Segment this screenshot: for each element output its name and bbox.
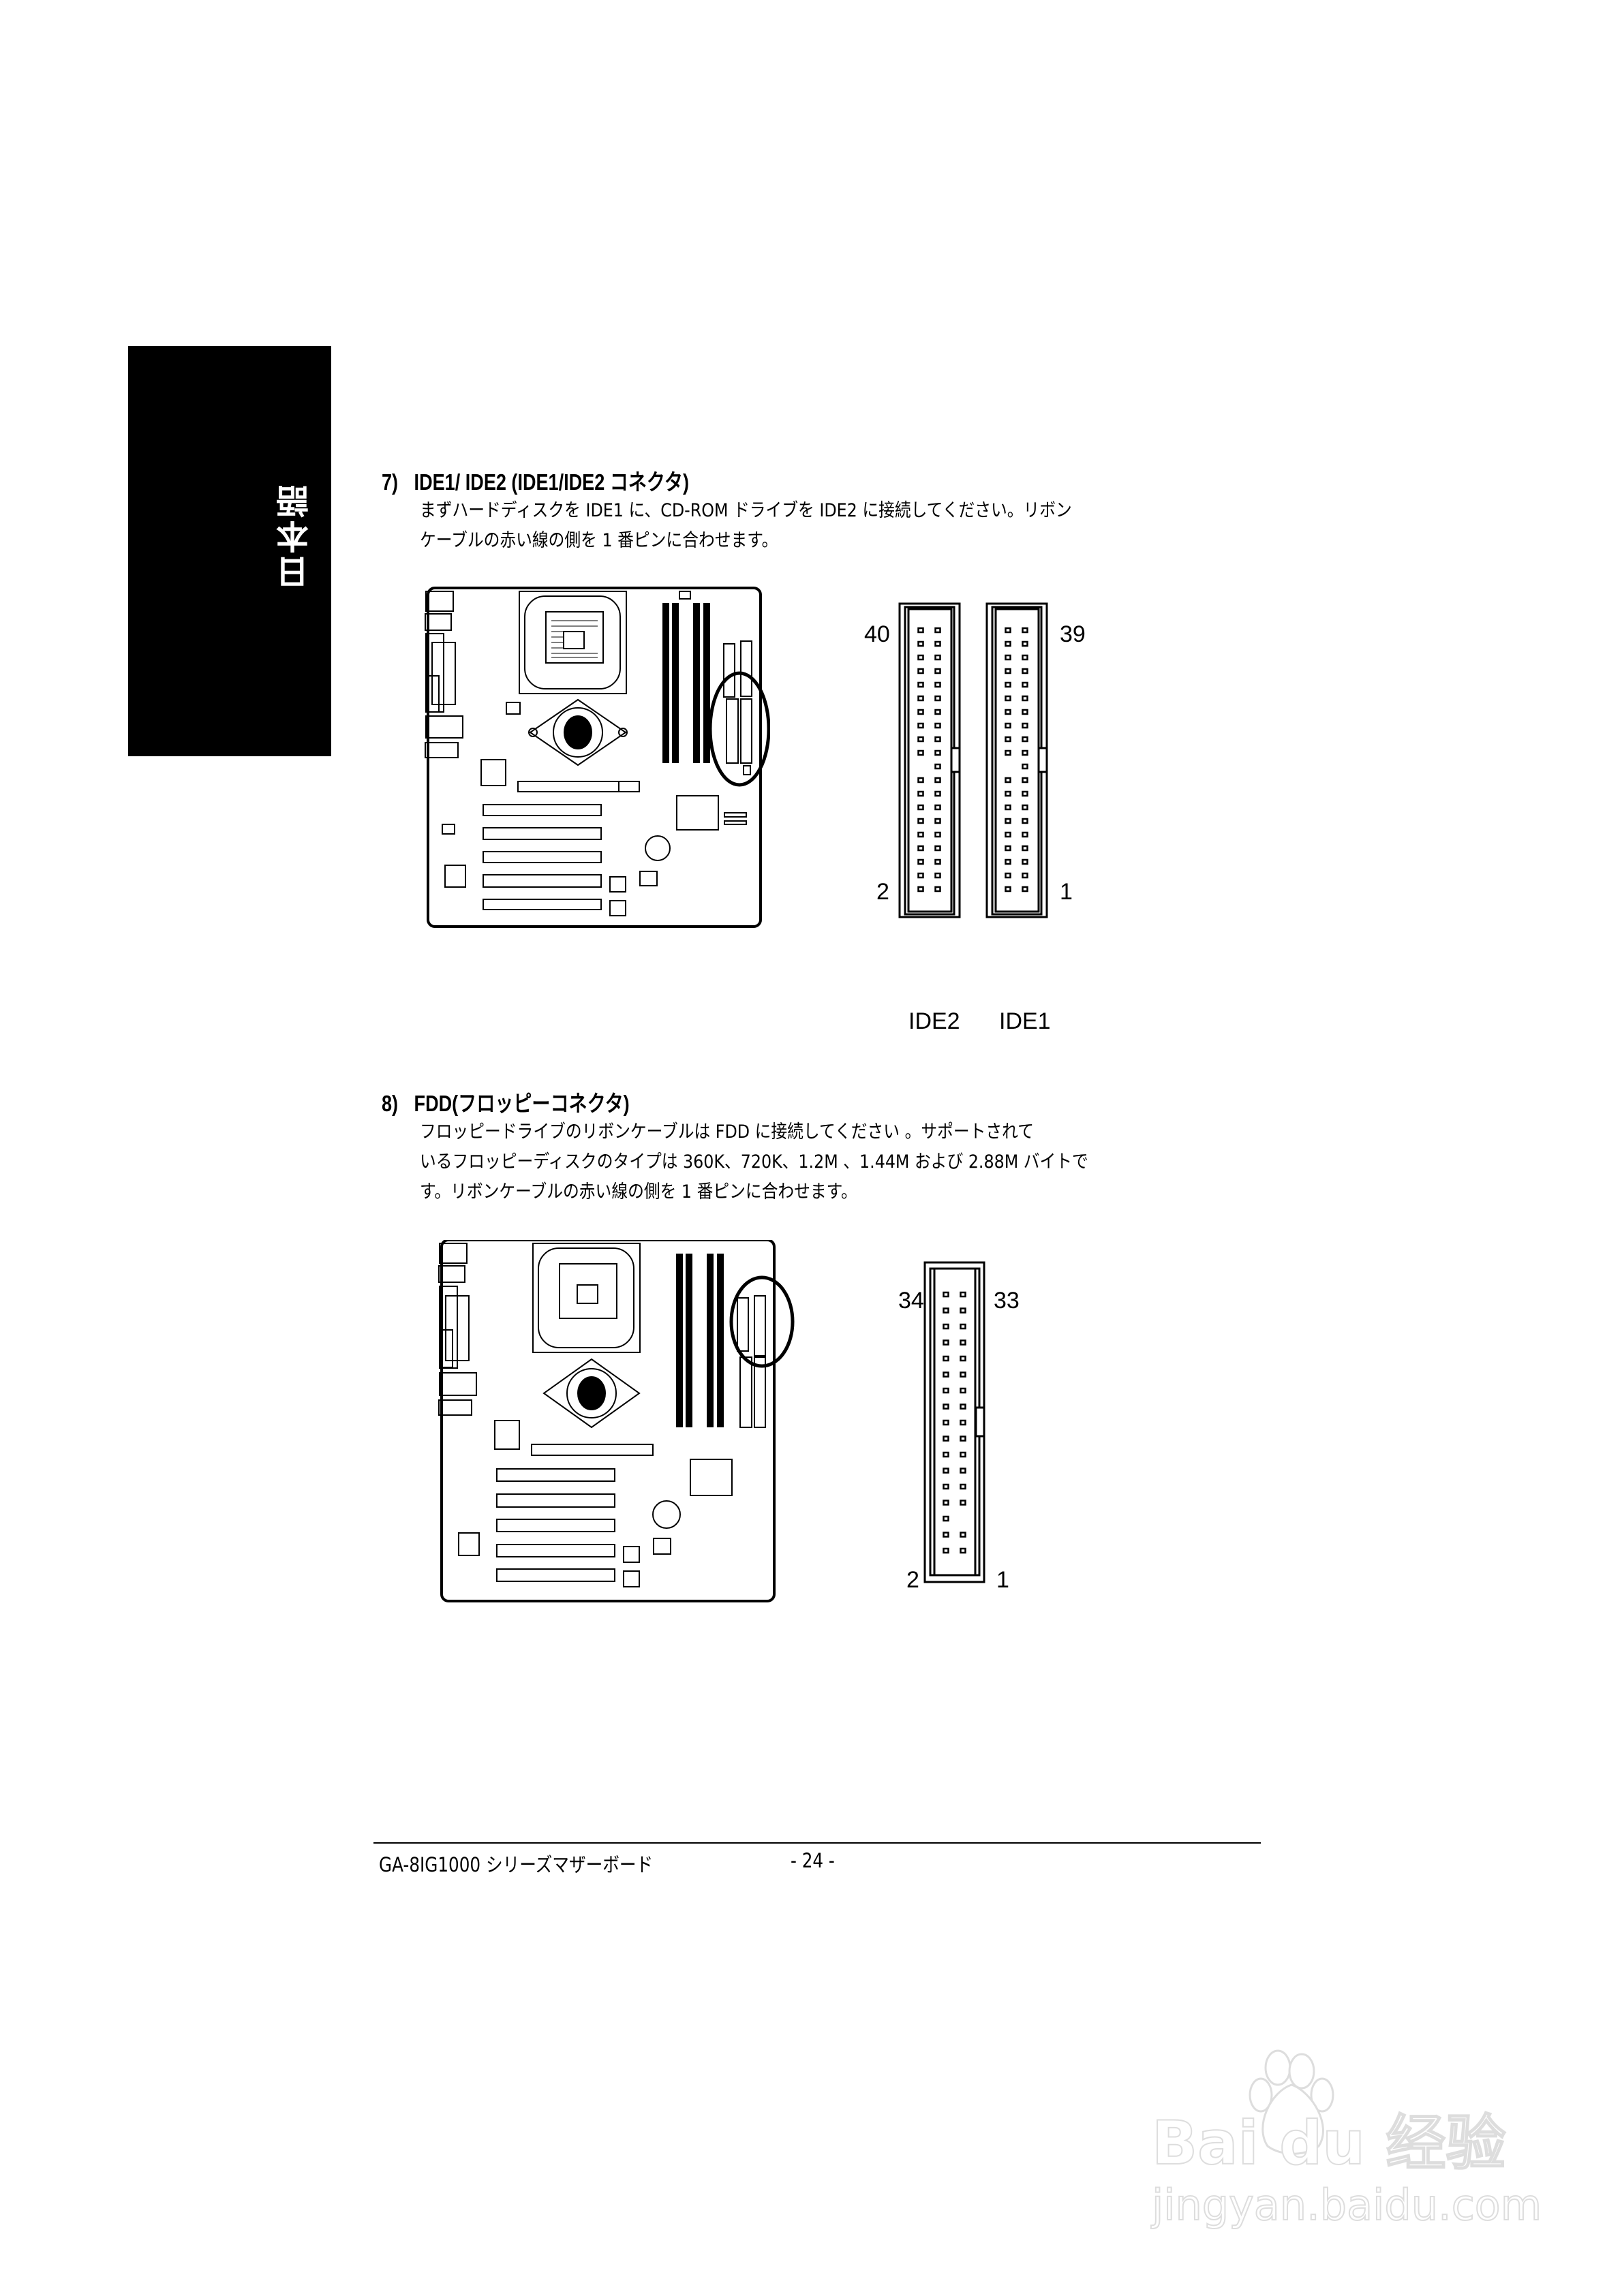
ide2-pin-40-label: 40 [864,621,890,647]
watermark-url: jingyan.baidu.com [1151,2179,1542,2231]
section-fdd: 8) FDD(フロッピーコネクタ) フロッピードライブのリボンケーブルは FDD … [382,1090,1261,1207]
fdd-pin-34-label: 34 [898,1288,924,1314]
ide2-pin-2-label: 2 [876,879,889,905]
section-ide-title: 7) IDE1/ IDE2 (IDE1/IDE2 コネクタ) [382,469,1103,496]
paw-icon [1249,2049,1334,2155]
language-side-tab: 日本語 [128,346,331,756]
section-ide-body: まずハードディスクを IDE1 に、CD-ROM ドライブを IDE2 に接続し… [420,496,1199,556]
body-line: まずハードディスクを IDE1 に、CD-ROM ドライブを IDE2 に接続し… [420,500,1072,521]
section-ide: 7) IDE1/ IDE2 (IDE1/IDE2 コネクタ) まずハードディスクを… [382,469,1261,556]
language-tab-label: 日本語 [277,482,315,589]
ide2-label: IDE2 [908,1008,960,1034]
motherboard-diagram-ide [425,587,770,928]
footer-page-number: - 24 - [791,1849,835,1872]
footer-divider [373,1842,1261,1844]
section-fdd-title: 8) FDD(フロッピーコネクタ) [382,1090,1103,1117]
ide1-pin-1-label: 1 [1060,879,1073,905]
motherboard-diagram-fdd [438,1240,795,1602]
section-fdd-body: フロッピードライブのリボンケーブルは FDD に接続してください 。サポートされ… [420,1117,1199,1207]
fdd-pin-1-label: 1 [996,1567,1009,1593]
fdd-pin-33-label: 33 [994,1288,1020,1314]
section-title-text: FDD(フロッピーコネクタ) [414,1091,630,1116]
ide1-pin-39-label: 39 [1060,621,1086,647]
body-line: ケーブルの赤い線の側を 1 番ピンに合わせます。 [420,530,778,551]
fdd-connector-pinout [923,1261,985,1583]
section-title-text: IDE1/ IDE2 (IDE1/IDE2 コネクタ) [414,469,689,495]
section-number: 8) [382,1091,399,1116]
body-line: いるフロッピーディスクのタイプは 360K、720K、1.2M 、1.44M お… [420,1151,1088,1173]
baidu-watermark: Bai du 经验 jingyan.baidu.com [1151,2037,1622,2296]
fdd-pin-2-label: 2 [906,1567,919,1593]
section-number: 7) [382,469,399,495]
watermark-logo: Bai du 经验 [1151,2107,1507,2179]
body-line: す。リボンケーブルの赤い線の側を 1 番ピンに合わせます。 [420,1181,857,1203]
footer-model: GA-8IG1000 シリーズマザーボード [379,1853,654,1876]
ide-connector-pinout [898,602,1048,918]
body-line: フロッピードライブのリボンケーブルは FDD に接続してください 。サポートされ… [420,1121,1034,1143]
ide1-label: IDE1 [999,1008,1051,1034]
